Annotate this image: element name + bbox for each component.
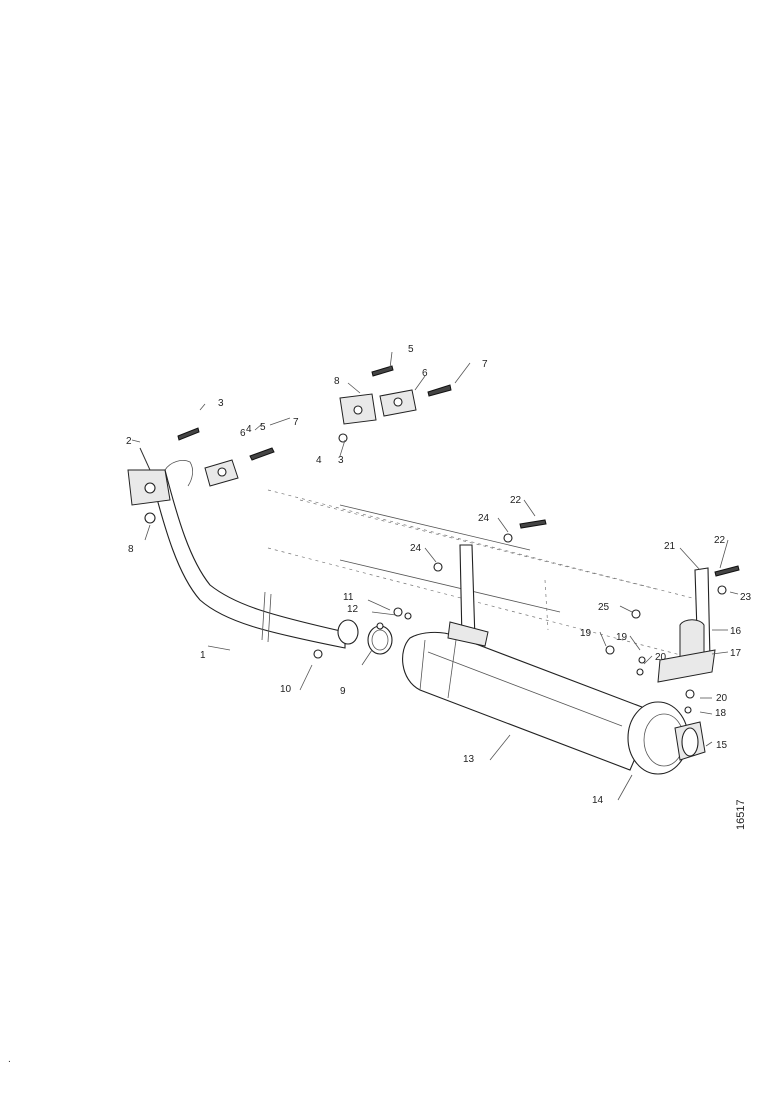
callout-1: 1 — [200, 650, 206, 661]
callout-5a: 5 — [260, 422, 266, 433]
callout-4b: 4 — [316, 455, 322, 466]
bolt-part-3 — [177, 427, 200, 441]
upper-mount-bracket — [338, 365, 452, 443]
callout-2: 2 — [126, 436, 132, 447]
callout-21: 21 — [664, 541, 676, 552]
callout-7b: 7 — [482, 359, 488, 370]
frame-rails — [267, 489, 701, 661]
callout-6a: 6 — [240, 428, 246, 439]
clamp-and-seal — [313, 607, 403, 659]
callout-3a: 3 — [218, 398, 224, 409]
callout-17: 17 — [730, 648, 742, 659]
rear-hanger-bracket — [657, 565, 740, 714]
pipe-clamp-bracket — [204, 447, 275, 487]
callout-20a: 20 — [716, 693, 728, 704]
leader-lines — [131, 351, 739, 801]
callout-8a: 8 — [128, 544, 134, 555]
callout-5b: 5 — [408, 344, 414, 355]
callout-3b: 3 — [338, 455, 344, 466]
callout-14: 14 — [592, 795, 604, 806]
callout-16: 16 — [730, 626, 742, 637]
callout-13: 13 — [463, 754, 475, 765]
flange-bracket-left — [127, 447, 171, 506]
nut-part-8 — [144, 512, 156, 524]
callout-23: 23 — [740, 592, 752, 603]
callout-19a: 19 — [580, 628, 592, 639]
muffler-end-cap — [627, 701, 706, 775]
callout-6b: 6 — [422, 368, 428, 379]
callout-18: 18 — [715, 708, 727, 719]
fasteners-rear — [404, 519, 646, 676]
drawing-reference-number: 16517 — [735, 799, 747, 830]
callout-20b: 20 — [655, 652, 667, 663]
callout-labels: 1 2 3 4 5 6 7 8 3 4 5 6 7 8 9 10 11 12 1… — [126, 344, 752, 806]
callout-4a: 4 — [246, 424, 252, 435]
callout-8b: 8 — [334, 376, 340, 387]
corner-mark: . — [8, 1054, 11, 1065]
callout-10: 10 — [280, 684, 292, 695]
callout-24a: 24 — [478, 513, 490, 524]
callout-22a: 22 — [510, 495, 522, 506]
callout-11: 11 — [343, 592, 354, 603]
muffler — [402, 631, 656, 771]
front-exhaust-pipe — [151, 460, 346, 649]
callout-24b: 24 — [410, 543, 422, 554]
callout-15: 15 — [716, 740, 728, 751]
callout-7a: 7 — [293, 417, 299, 428]
callout-12: 12 — [347, 604, 359, 615]
callout-22b: 22 — [714, 535, 726, 546]
callout-25a: 25 — [598, 602, 610, 613]
callout-19b: 19 — [616, 632, 628, 643]
callout-9: 9 — [340, 686, 346, 697]
mid-hanger-strap — [433, 544, 489, 647]
